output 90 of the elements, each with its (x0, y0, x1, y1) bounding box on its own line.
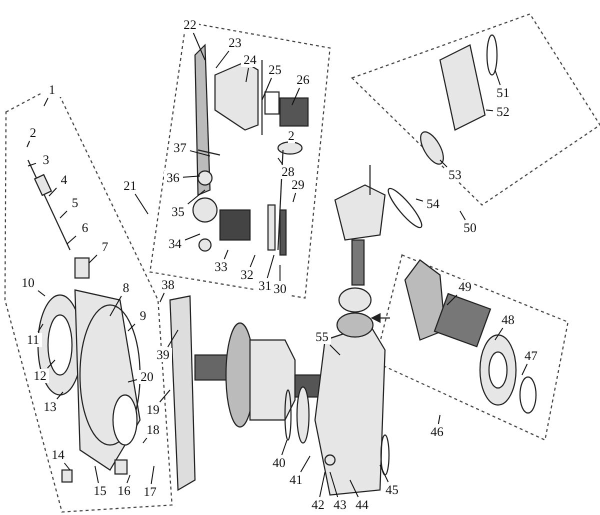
callout-number: 54 (424, 197, 442, 211)
leader-line (26, 140, 30, 148)
leader-line (250, 254, 256, 268)
leader-line (460, 210, 466, 220)
callout-number: 44 (353, 498, 371, 512)
leader-line (330, 472, 338, 498)
leader-line (330, 344, 340, 356)
callout-number: 45 (383, 483, 401, 497)
callout-number: 39 (154, 348, 172, 362)
callout-number: 14 (49, 448, 67, 462)
callout-number: 43 (331, 498, 349, 512)
leader-line (192, 32, 206, 60)
callout-number: 24 (241, 53, 259, 67)
callout-number: 53 (446, 168, 464, 182)
callout-number: 26 (294, 73, 312, 87)
leader-line (266, 254, 274, 278)
leader-line (440, 160, 448, 168)
leader-line (438, 414, 440, 424)
callout-number: 31 (256, 279, 274, 293)
leader-line (350, 480, 359, 498)
leader-line (38, 290, 46, 296)
leader-line (494, 328, 504, 340)
leader-line (134, 194, 148, 214)
leader-line (159, 390, 170, 402)
callout-number: 21 (121, 179, 139, 193)
leader-line (224, 250, 228, 260)
callout-number: 55 (313, 330, 331, 344)
callout-number: 48 (499, 313, 517, 327)
callout-number: 51 (494, 86, 512, 100)
callout-number: 37 (171, 141, 189, 155)
leader-line (94, 466, 99, 484)
leader-line (300, 456, 310, 472)
callout-number: 36 (164, 171, 182, 185)
leader-line (64, 462, 70, 470)
leader-line (44, 98, 48, 106)
callout-number: 22 (181, 18, 199, 32)
leader-line (281, 440, 288, 456)
leader-line (292, 192, 296, 202)
callout-number: 52 (494, 105, 512, 119)
callout-number: 20 (138, 370, 156, 384)
callout-number: 42 (309, 498, 327, 512)
leader-line (292, 88, 300, 106)
leader-line (446, 294, 458, 306)
leader-line (128, 379, 138, 382)
callout-number: 23 (226, 36, 244, 50)
callout-number: 46 (428, 425, 446, 439)
leader-line (216, 50, 230, 68)
leader-line (246, 68, 249, 82)
callout-number: 41 (287, 473, 305, 487)
leader-line (262, 78, 272, 100)
leader-line (48, 188, 57, 196)
leader-line (150, 466, 154, 484)
leader-line (319, 472, 326, 498)
callout-number: 49 (456, 280, 474, 294)
leader-line (160, 292, 165, 302)
callout-number: 47 (522, 349, 540, 363)
leader-line (28, 162, 36, 166)
leader-line (142, 438, 148, 444)
leader-line (60, 210, 68, 218)
leader-line (416, 198, 424, 202)
callout-number: 50 (461, 221, 479, 235)
callout-number: 40 (270, 456, 288, 470)
leader-line (56, 392, 64, 400)
callout-number: 1 (43, 83, 61, 97)
leader-line (190, 150, 210, 156)
leader-line (278, 158, 283, 164)
callout-number: 32 (238, 268, 256, 282)
leader-line (184, 234, 200, 240)
callout-number: 28 (279, 165, 297, 179)
callout-number: 2 (288, 129, 294, 143)
callout-number: 33 (212, 260, 230, 274)
callout-number: 29 (289, 178, 307, 192)
callout-number: 35 (169, 205, 187, 219)
leader-line (38, 324, 44, 332)
leader-line (167, 330, 178, 348)
leader-line (187, 190, 206, 204)
leader-line (47, 360, 56, 368)
leader-line (494, 70, 501, 86)
callout-number: 38 (159, 278, 177, 292)
leader-line (66, 236, 76, 244)
leader-line (486, 110, 494, 112)
leader-line (88, 254, 98, 264)
leader-line (182, 176, 200, 178)
leader-line (110, 296, 122, 316)
callout-number: 25 (266, 63, 284, 77)
leader-line (380, 464, 389, 482)
leader-line (126, 474, 130, 484)
leader-line (128, 324, 136, 332)
callout-number: 34 (166, 237, 184, 251)
leader-line (522, 364, 528, 376)
